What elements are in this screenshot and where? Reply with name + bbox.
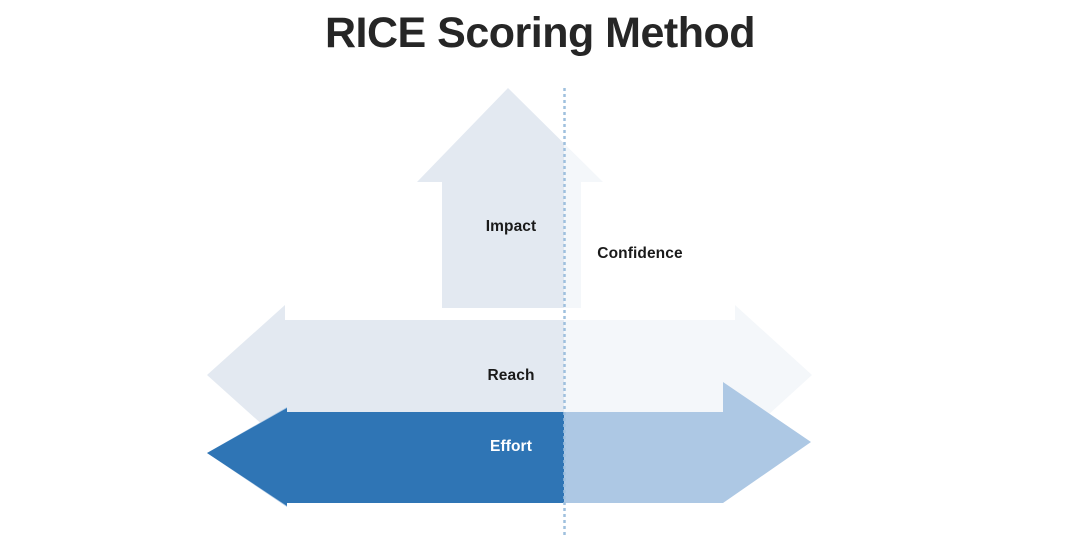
reach-label: Reach xyxy=(487,367,535,384)
page-title: RICE Scoring Method xyxy=(324,9,756,57)
effort-label: Effort xyxy=(490,438,532,455)
effort-arrow xyxy=(207,382,811,507)
confidence-label: Confidence xyxy=(597,245,683,262)
impact-label: Impact xyxy=(485,218,537,235)
